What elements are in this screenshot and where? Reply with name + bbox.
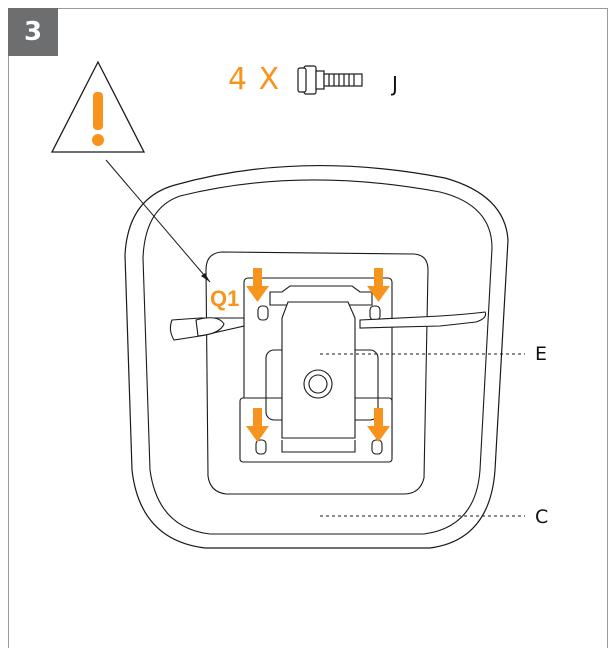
callout-label-c: C <box>535 506 549 528</box>
arrow-icon-top-right <box>367 268 390 302</box>
callout-label-e: E <box>535 343 548 365</box>
seat-outer-outline <box>124 164 509 549</box>
hardware-quantity: 4 X <box>228 62 281 97</box>
arrow-icon-top-left <box>246 268 269 302</box>
step-frame <box>8 8 608 648</box>
arrow-icon-bottom-left <box>246 408 269 442</box>
warning-pointer-line <box>105 159 211 283</box>
arrow-icon-bottom-right <box>367 408 390 442</box>
hardware-part-letter: J <box>392 72 398 96</box>
warning-icon <box>50 60 146 153</box>
step-number-badge: 3 <box>8 8 58 56</box>
seat-recess <box>205 251 429 495</box>
lever-marker-label: Q1 <box>210 286 240 311</box>
bolt-icon <box>297 65 363 95</box>
assembly-drawing <box>50 60 525 549</box>
mechanism-plate <box>239 277 393 463</box>
tilt-lever <box>169 311 487 341</box>
seat-inner-outline <box>142 179 493 535</box>
